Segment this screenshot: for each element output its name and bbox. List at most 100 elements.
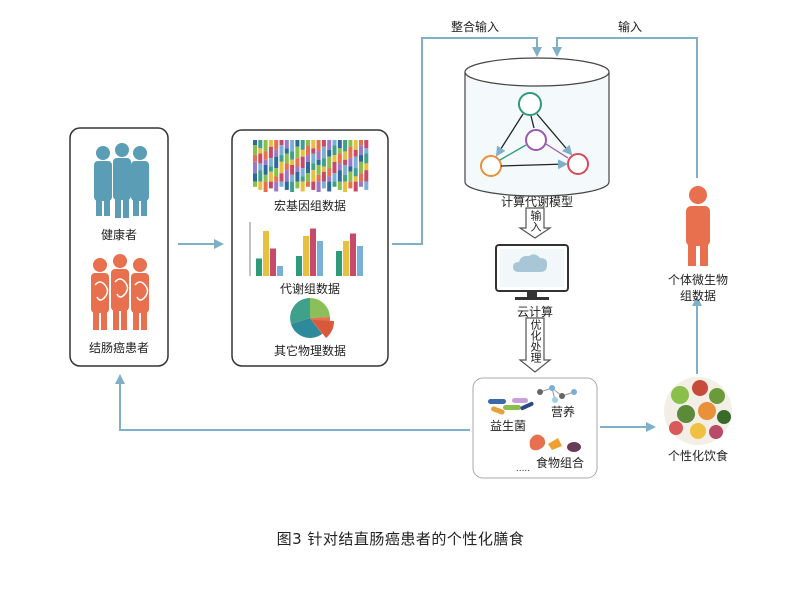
- stacked-bar-segment: [253, 173, 257, 182]
- stacked-bar-segment: [284, 140, 289, 149]
- stacked-bar-segment: [316, 181, 321, 192]
- stacked-bar-segment: [343, 174, 348, 182]
- stacked-bar-segment: [343, 151, 348, 160]
- metagenome-label: 宏基因组数据: [273, 199, 346, 213]
- integrate-input-label: 整合输入: [450, 20, 499, 34]
- stacked-bar-segment: [353, 149, 358, 157]
- healthy-people-icon: [94, 143, 149, 218]
- stacked-bar-segment: [290, 151, 295, 160]
- stacked-bar-segment: [263, 159, 268, 165]
- stacked-bar-segment: [284, 181, 289, 190]
- cloud-computing-label: 云计算: [516, 305, 553, 319]
- stacked-bar-segment: [359, 155, 363, 162]
- stacked-bar-segment: [337, 148, 342, 154]
- stacked-bar-segment: [268, 181, 273, 189]
- metabolome-bar: [357, 246, 363, 276]
- arrow-feedback-to-population: [115, 374, 470, 431]
- patients-icon: [91, 254, 149, 330]
- stacked-bar-segment: [284, 170, 289, 182]
- stacked-bar-segment: [343, 181, 348, 192]
- individual-person-icon: [686, 186, 710, 266]
- stacked-bar-segment: [295, 166, 300, 172]
- stacked-bar-segment: [258, 153, 263, 164]
- stacked-bar-segment: [359, 145, 363, 156]
- stacked-bar-segment: [316, 174, 321, 182]
- stacked-bar-segment: [343, 164, 348, 175]
- stacked-bar-segment: [321, 171, 326, 182]
- intestine-icon: [94, 278, 149, 301]
- stacked-bar-segment: [348, 158, 353, 167]
- stacked-bar-segment: [337, 140, 342, 149]
- stacked-bar-segment: [348, 171, 353, 182]
- stacked-bar-segment: [253, 155, 257, 162]
- stacked-bar-segment: [348, 146, 353, 159]
- stacked-bar-segment: [353, 140, 358, 150]
- stacked-bar-segment: [332, 181, 337, 187]
- stacked-bar-segment: [306, 155, 310, 162]
- metabolome-bar: [317, 241, 323, 276]
- stacked-bar-segment: [311, 170, 316, 182]
- metabolome-bar: [277, 266, 283, 276]
- stacked-bar-segment: [300, 156, 305, 169]
- stacked-bar-segment: [332, 140, 337, 146]
- stacked-bar-segment: [348, 181, 353, 189]
- stacked-bar-segment: [311, 181, 316, 190]
- stacked-bar-segment: [353, 168, 358, 177]
- stacked-bar-segment: [332, 155, 337, 162]
- stacked-bar-segment: [364, 153, 369, 164]
- stacked-bar-segment: [263, 181, 268, 192]
- stacked-bar-segment: [268, 171, 273, 182]
- stacked-bar-segment: [279, 173, 284, 182]
- stacked-bar-segment: [290, 174, 295, 182]
- metabolome-bar: [270, 248, 276, 276]
- stacked-bar-segment: [274, 149, 279, 157]
- stacked-bar-segment: [327, 149, 332, 157]
- model-label: 计算代谢模型: [500, 195, 573, 209]
- stacked-bar-segment: [337, 153, 342, 164]
- stacked-bar-segment: [306, 173, 310, 182]
- stacked-bar-segment: [343, 140, 348, 152]
- stacked-bar-segment: [258, 170, 263, 182]
- stacked-bar-segment: [258, 163, 263, 171]
- stacked-bar-segment: [364, 163, 369, 171]
- probiotics-label: 益生菌: [489, 419, 526, 433]
- stacked-bar-segment: [321, 158, 326, 167]
- stacked-bar-segment: [327, 156, 332, 169]
- stacked-bar-segment: [290, 181, 295, 192]
- stacked-bar-segment: [311, 153, 316, 164]
- stacked-bar-segment: [290, 164, 295, 175]
- stacked-bar-segment: [337, 170, 342, 182]
- stacked-bar-segment: [311, 148, 316, 154]
- hollow-arrow-input: [518, 207, 552, 239]
- arrow-individual-input: [552, 37, 698, 178]
- metabolome-bars-icon: [249, 222, 363, 276]
- stacked-bar-segment: [274, 181, 279, 192]
- stacked-bar-segment: [253, 145, 257, 156]
- stacked-bar-segment: [263, 174, 268, 182]
- stacked-bar-segment: [295, 181, 300, 189]
- stacked-bar-segment: [300, 140, 305, 150]
- nutrition-label: 营养: [550, 405, 575, 419]
- metabolome-bar: [336, 251, 342, 276]
- stacked-bar-segment: [316, 151, 321, 160]
- stacked-bar-segment: [268, 146, 273, 159]
- stacked-bar-segment: [268, 140, 273, 147]
- crc-patient-label: 结肠癌患者: [88, 341, 149, 355]
- physical-data-label: 其它物理数据: [273, 344, 346, 358]
- stacked-bar-segment: [268, 166, 273, 172]
- stacked-bar-segment: [337, 163, 342, 171]
- stacked-bar-segment: [359, 181, 363, 187]
- stacked-bar-segment: [263, 151, 268, 160]
- stacked-bar-segment: [321, 166, 326, 172]
- stacked-bar-segment: [300, 176, 305, 182]
- stacked-bar-segment: [279, 155, 284, 162]
- ellipsis-label: .....: [515, 464, 531, 474]
- stacked-bar-segment: [311, 163, 316, 171]
- stacked-bar-segment: [327, 140, 332, 150]
- stacked-bar-segment: [295, 140, 300, 147]
- stacked-bar-segment: [316, 164, 321, 175]
- stacked-bar-segment: [306, 181, 310, 187]
- stacked-bar-segment: [284, 148, 289, 154]
